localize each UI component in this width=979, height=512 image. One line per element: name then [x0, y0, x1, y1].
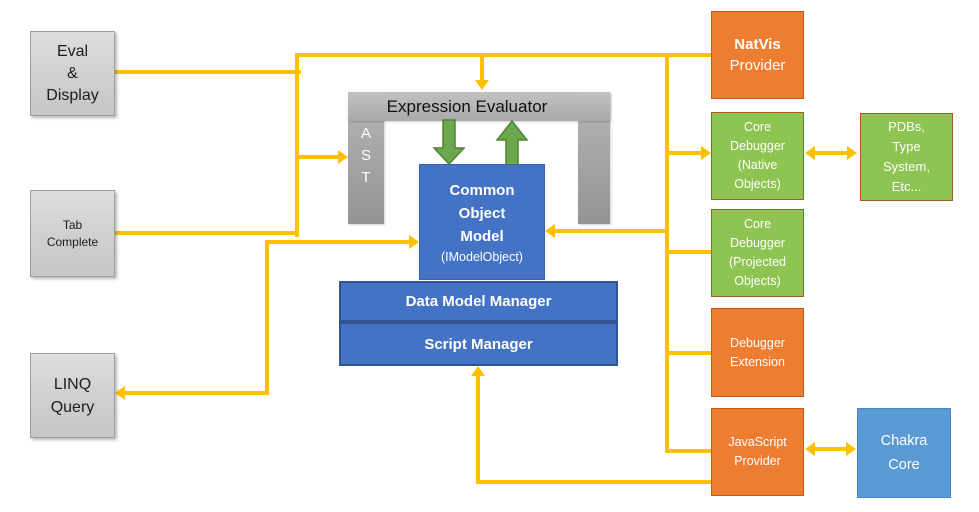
core-debugger-projected-label: Core Debugger (Projected Objects)	[729, 217, 786, 288]
natvis-provider-title: NatVis	[734, 36, 781, 53]
connector-trunk-to-javascript-provider	[665, 449, 711, 453]
chakra-core-label: Chakra Core	[880, 433, 928, 473]
linq-query-label: LINQ Query	[50, 375, 95, 416]
natvis-provider-box: NatVis Provider	[711, 11, 804, 99]
connector-jsprovider-to-scriptmanager-vertical	[476, 376, 480, 484]
script-manager-label: Script Manager	[424, 335, 533, 353]
common-object-model-subtitle: (IModelObject)	[441, 249, 523, 264]
javascript-provider-box: JavaScript Provider	[711, 408, 804, 496]
arrowhead-into-core-native-right-icon	[805, 146, 815, 160]
connector-tabcomplete-to-trunk	[115, 231, 299, 235]
tab-complete-box: Tab Complete	[30, 190, 115, 277]
arrowhead-into-common-object-model-left-icon	[409, 235, 419, 249]
expression-evaluator-bar	[348, 92, 610, 121]
expression-evaluator-label: Expression Evaluator	[386, 96, 548, 116]
debugger-extension-label: Debugger Extension	[730, 335, 785, 369]
connector-trunk-to-core-native	[665, 151, 703, 155]
ast-label: A S T	[360, 125, 371, 186]
connector-corenative-pdbs	[814, 151, 849, 155]
core-debugger-native-label: Core Debugger (Native Objects)	[730, 120, 785, 191]
connector-top-line-to-natvis	[295, 53, 711, 57]
connector-trunk-to-core-projected	[665, 250, 711, 254]
arrow-evaluator-to-model-icon	[432, 119, 466, 166]
connector-evaldisplay-to-trunk	[115, 70, 301, 74]
connector-trunk-to-ast	[295, 155, 340, 159]
debugger-extension-box: Debugger Extension	[711, 308, 804, 397]
connector-trunk-to-com-right	[553, 229, 669, 233]
arrowhead-into-jsprovider-icon	[805, 442, 815, 456]
eval-display-box: Eval & Display	[30, 31, 115, 116]
data-model-manager-label: Data Model Manager	[405, 293, 552, 310]
connector-drop-to-expression-evaluator	[480, 53, 484, 81]
pdbs-type-system-label: PDBs, Type System, Etc...	[883, 119, 930, 194]
connector-linq-to-com-horizontal	[265, 240, 411, 244]
arrowhead-into-script-manager-icon	[471, 366, 485, 376]
eval-display-label: Eval & Display	[46, 42, 99, 104]
pdbs-type-system-box: PDBs, Type System, Etc...	[860, 113, 953, 201]
tab-complete-label: Tab Complete	[46, 217, 99, 249]
natvis-provider-subtitle: Provider	[729, 57, 786, 74]
connector-to-linq-horizontal	[125, 391, 269, 395]
core-debugger-projected-box: Core Debugger (Projected Objects)	[711, 209, 804, 297]
arrowhead-into-linq-query-icon	[115, 386, 125, 400]
arrowhead-into-core-native-icon	[701, 146, 711, 160]
linq-query-box: LINQ Query	[30, 353, 115, 438]
arrowhead-into-common-object-model-right-icon	[545, 224, 555, 238]
arrowhead-into-expression-evaluator-icon	[475, 80, 489, 90]
connector-jsprovider-to-scriptmanager-horizontal	[476, 480, 711, 484]
connector-left-trunk	[295, 53, 299, 237]
arrowhead-into-chakra-icon	[846, 442, 856, 456]
common-object-model-box: Common Object Model (IModelObject)	[419, 164, 545, 280]
arrowhead-into-ast-icon	[338, 150, 348, 164]
data-model-manager-box: Data Model Manager	[339, 281, 618, 322]
connector-jsprovider-chakra	[814, 447, 848, 451]
script-manager-box: Script Manager	[339, 322, 618, 366]
connector-linq-to-com-vertical	[265, 240, 269, 395]
javascript-provider-label: JavaScript Provider	[728, 435, 787, 468]
chakra-core-box: Chakra Core	[857, 408, 951, 498]
arrow-model-to-evaluator-icon	[495, 119, 529, 166]
arrowhead-into-pdbs-icon	[847, 146, 857, 160]
common-object-model-title: Common Object Model	[449, 181, 515, 245]
connector-trunk-to-debugger-extension	[665, 351, 711, 355]
core-debugger-native-box: Core Debugger (Native Objects)	[711, 112, 804, 200]
